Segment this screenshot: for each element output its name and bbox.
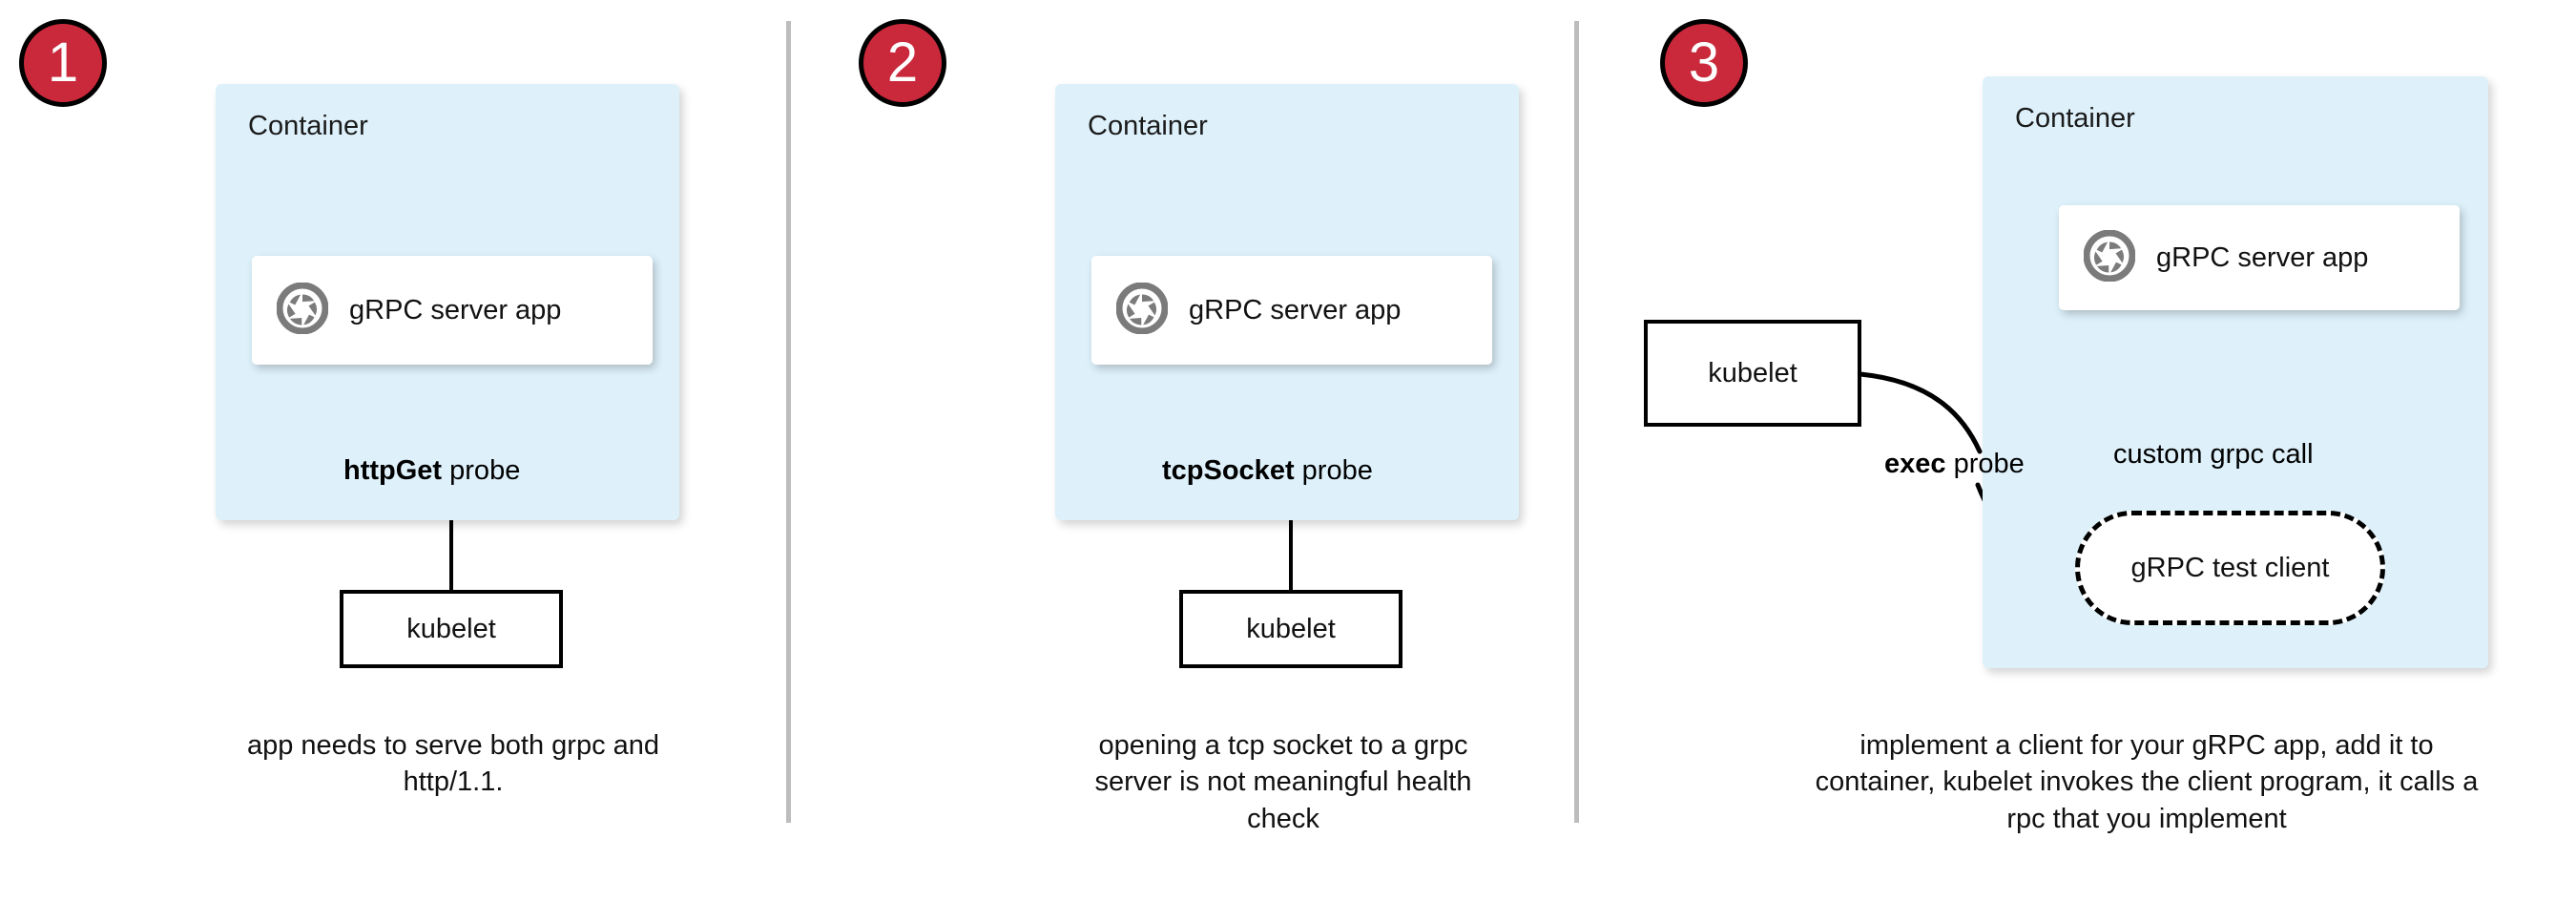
caption-2: opening a tcp socket to a grpc server is… (1094, 730, 1472, 834)
container-label-1: Container (248, 111, 368, 141)
probe-label-2-rest: probe (1294, 455, 1373, 486)
app-card-2-label: gRPC server app (1189, 294, 1402, 325)
grpc-aperture-icon (2083, 229, 2136, 286)
step-badge-1-number: 1 (47, 31, 79, 94)
app-card-2: gRPC server app (1091, 256, 1492, 365)
kubelet-box-3: kubelet (1644, 320, 1861, 427)
panel-divider-1 (786, 21, 791, 823)
grpc-aperture-icon (276, 282, 329, 339)
custom-grpc-call-label: custom grpc call (2113, 439, 2314, 470)
app-card-3-label: gRPC server app (2156, 241, 2369, 273)
step-badge-3: 3 (1660, 19, 1748, 107)
probe-label-1-bold: httpGet (343, 455, 443, 486)
probe-label-2-bold: tcpSocket (1162, 455, 1295, 486)
container-label-2: Container (1088, 111, 1208, 141)
grpc-aperture-icon (1115, 282, 1169, 339)
app-card-1: gRPC server app (252, 256, 653, 365)
curve-exec-probe-upper (1858, 371, 1983, 454)
step-badge-3-number: 3 (1688, 31, 1720, 94)
caption-1: app needs to serve both grpc and http/1.… (246, 730, 660, 798)
grpc-test-client-label: gRPC test client (2130, 552, 2330, 583)
caption-3: implement a client for your gRPC app, ad… (1815, 730, 2479, 834)
step-badge-1: 1 (19, 19, 107, 107)
kubelet-box-1: kubelet (340, 590, 563, 668)
probe-label-1-rest: probe (442, 455, 521, 486)
kubelet-box-3-label: kubelet (1708, 357, 1797, 388)
probe-label-3-rest: probe (1945, 449, 2025, 479)
probe-label-1: httpGet probe (343, 455, 520, 487)
container-label-3: Container (2015, 103, 2135, 134)
kubelet-box-2: kubelet (1179, 590, 1402, 668)
probe-label-2: tcpSocket probe (1162, 455, 1373, 487)
grpc-test-client-node: gRPC test client (2075, 511, 2385, 625)
step-badge-2-number: 2 (886, 31, 919, 94)
probe-label-3-bold: exec (1884, 449, 1946, 479)
step-badge-2: 2 (859, 19, 946, 107)
probe-label-3: exec probe (1884, 449, 2025, 480)
panel-divider-2 (1574, 21, 1579, 823)
app-card-1-label: gRPC server app (349, 294, 562, 325)
kubelet-box-2-label: kubelet (1246, 613, 1336, 644)
app-card-3: gRPC server app (2059, 205, 2460, 310)
kubelet-box-1-label: kubelet (406, 613, 496, 644)
